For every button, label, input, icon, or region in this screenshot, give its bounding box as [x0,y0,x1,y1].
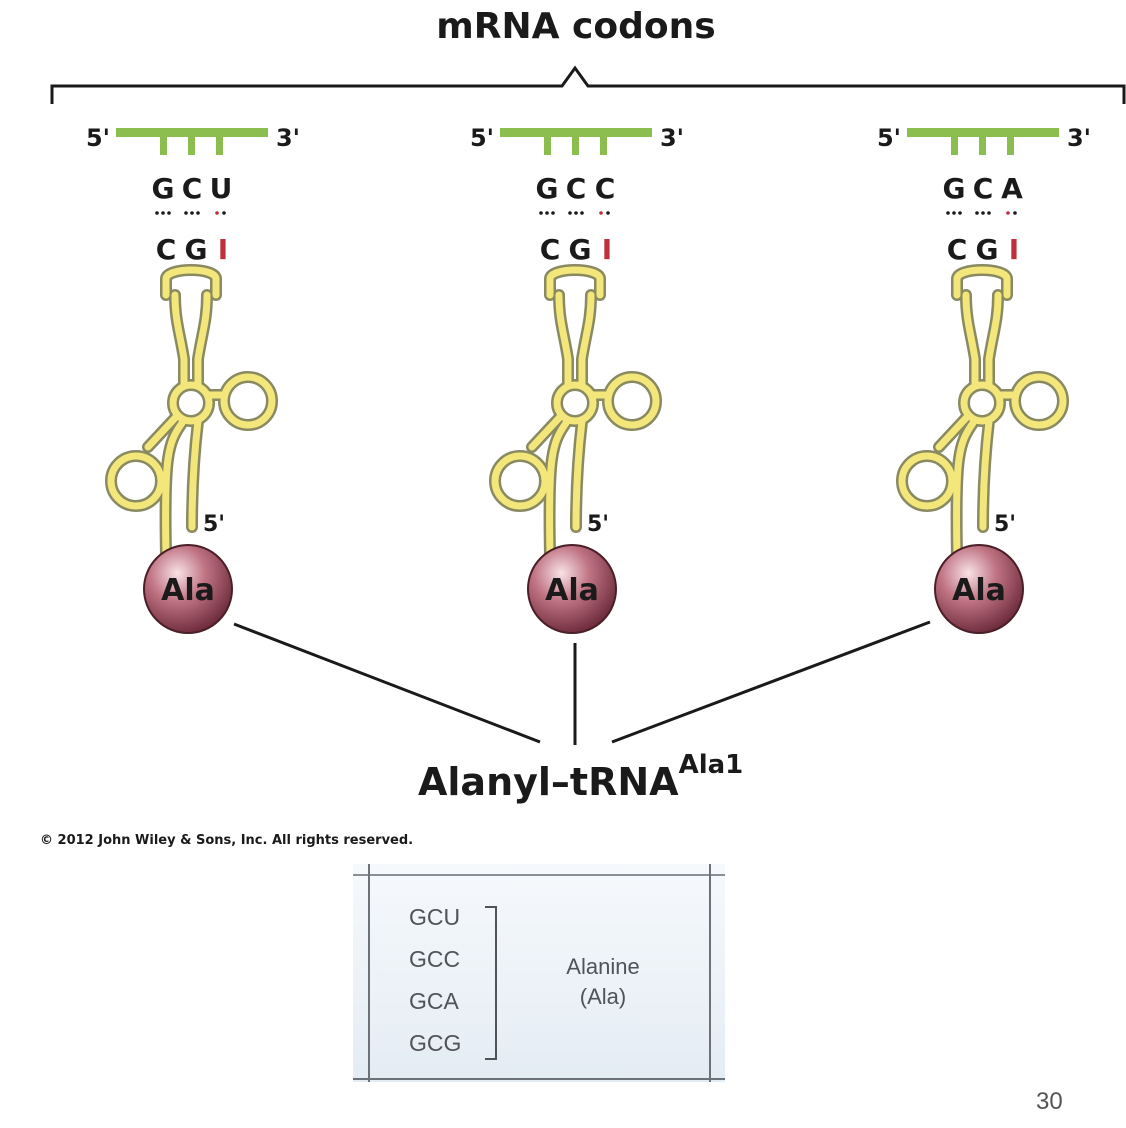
codon-base: U [210,172,233,205]
codon-base: G [152,172,175,205]
copyright-notice: © 2012 John Wiley & Sons, Inc. All right… [40,833,414,848]
product-label-superscript: Ala1 [679,750,744,780]
mrna-3prime-label: 3' [1067,124,1091,152]
trna-cloverleaf [111,270,272,555]
codon-brace [50,65,1126,104]
trna-5prime-label: 5' [994,512,1016,537]
anticodon-base: G [569,233,592,266]
connector-line [233,622,541,744]
ala-amino-acid [527,544,617,634]
anticodon-base: G [976,233,999,266]
codon-tick [600,137,607,155]
codon-tick [188,137,195,155]
table-codon: GCA [409,988,459,1014]
mrna-3prime-label: 3' [660,124,684,152]
codon-tick [979,137,986,155]
strand-gcu: 5' 3' G C U C G I 5' Ala [86,124,300,634]
trna-cloverleaf [495,270,656,555]
wobble-inosine: I [602,233,612,266]
anticodon-base: C [540,233,561,266]
codon-tick [216,137,223,155]
codon-tick [1007,137,1014,155]
wobble-inosine: I [218,233,228,266]
amino-acid-abbr: (Ala) [579,984,627,1009]
codon-base: C [566,172,587,205]
codon-base: C [182,172,203,205]
table-rule-top [353,874,725,876]
page-number: 30 [1036,1088,1063,1115]
table-codon: GCC [409,946,461,972]
trna-5prime-label: 5' [587,512,609,537]
anticodon-base: G [185,233,208,266]
trna-wobble-diagram: mRNA codons 5' 3' G C U C G I 5' Ala 5' [50,6,1126,804]
codon-base: G [943,172,966,205]
mrna-3prime-label: 3' [276,124,300,152]
wobble-inosine: I [1009,233,1019,266]
table-codon: GCG [409,1030,462,1056]
product-label-main: Alanyl–tRNA [418,760,679,804]
ala-label: Ala [545,573,599,608]
codon-tick [544,137,551,155]
table-codon: GCU [409,904,461,930]
mrna-5prime-label: 5' [470,124,494,152]
codon-base: A [1001,172,1023,205]
diagram-title: mRNA codons [436,6,715,47]
mrna-strand [907,128,1059,137]
mrna-strand [116,128,268,137]
codon-tick [160,137,167,155]
strand-gcc: 5' 3' G C C C G I 5' Ala [470,124,684,634]
base-pair-dots [539,211,610,215]
product-label: Alanyl–tRNAAla1 [418,750,743,804]
ala-label: Ala [161,573,215,608]
strand-gca: 5' 3' G C A C G I 5' Ala [877,124,1091,634]
codon-base: C [973,172,994,205]
mrna-5prime-label: 5' [86,124,110,152]
codon-table: GCU GCC GCA GCG Alanine (Ala) [353,864,725,1082]
ala-amino-acid [934,544,1024,634]
base-pair-dots [155,211,226,215]
codon-base: C [595,172,616,205]
mrna-5prime-label: 5' [877,124,901,152]
mrna-strand [500,128,652,137]
table-rule-right [709,864,711,1082]
anticodon-base: C [156,233,177,266]
ala-label: Ala [952,573,1006,608]
codon-base: G [536,172,559,205]
codon-tick [951,137,958,155]
anticodon-base: C [947,233,968,266]
codon-group-bracket [485,906,497,1060]
base-pair-dots [946,211,1017,215]
connector-lines [233,620,931,745]
trna-5prime-label: 5' [203,512,225,537]
amino-acid-name: Alanine [566,954,640,979]
table-rule-bottom [353,1078,725,1080]
ala-amino-acid [143,544,233,634]
trna-cloverleaf [902,270,1063,555]
table-rule-left [368,864,370,1082]
connector-line [611,620,931,744]
codon-tick [572,137,579,155]
